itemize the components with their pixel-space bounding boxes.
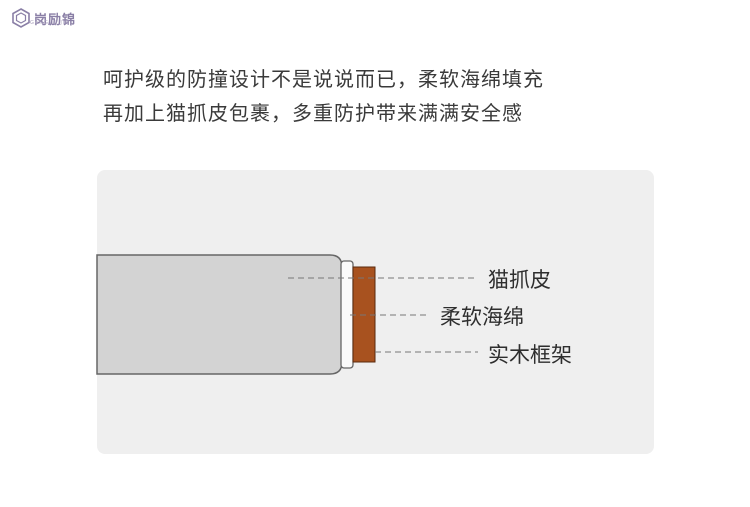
label-wood-frame: 实木框架 (488, 343, 572, 367)
intro-line-1: 呵护级的防撞设计不是说说而已，柔软海绵填充 (103, 67, 544, 91)
label-soft-sponge: 柔软海绵 (440, 305, 524, 329)
brand-logo: 岗励锦 (12, 8, 76, 28)
intro-line-2: 再加上猫抓皮包裹，多重防护带来满满安全感 (103, 101, 523, 125)
logo-text: 岗励锦 (34, 12, 77, 28)
headboard-body (96, 254, 343, 375)
logo-subtext: GANG LI JIN (30, 20, 71, 26)
hexagon-logo-icon (12, 8, 30, 28)
intro-text: 呵护级的防撞设计不是说说而已，柔软海绵填充 再加上猫抓皮包裹，多重防护带来满满安… (103, 62, 544, 130)
label-cat-scratch-leather: 猫抓皮 (488, 268, 551, 292)
